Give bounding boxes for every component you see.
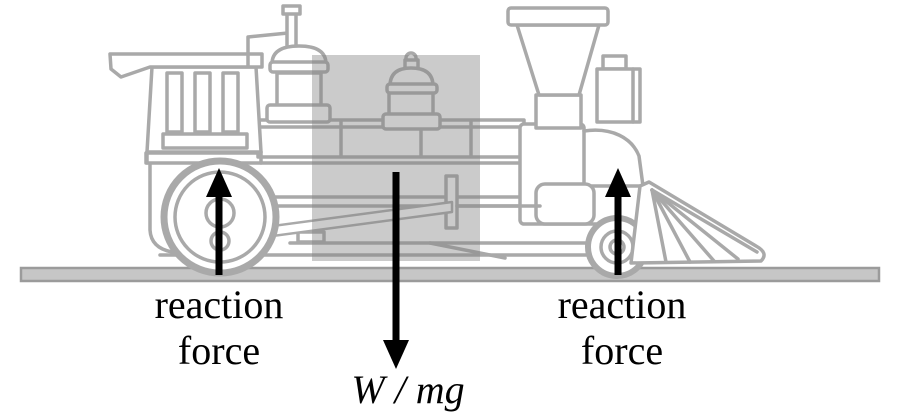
force-arrows [206, 168, 631, 369]
ground-track [19, 266, 881, 283]
smokestack [506, 6, 610, 130]
locomotive-outline [108, 4, 766, 279]
headlamp [595, 54, 642, 124]
right-reaction-label: reaction force [558, 282, 687, 374]
locomotive-cab [108, 52, 264, 165]
left-reaction-arrow [206, 168, 232, 275]
right-reaction-label-line1: reaction [557, 282, 687, 327]
locomotive-smokebox [518, 122, 648, 226]
left-reaction-label-line2: force [177, 328, 261, 373]
cowcatcher [629, 180, 766, 265]
left-reaction-label: reaction force [155, 282, 284, 374]
steam-dome-front [381, 51, 442, 131]
weight-label: W / mg [351, 367, 465, 412]
steam-dome-rear [265, 44, 332, 124]
left-reaction-label-line1: reaction [154, 282, 284, 327]
weight-arrow [383, 172, 409, 369]
right-reaction-label-line2: force [580, 328, 664, 373]
right-reaction-arrow [605, 168, 631, 275]
